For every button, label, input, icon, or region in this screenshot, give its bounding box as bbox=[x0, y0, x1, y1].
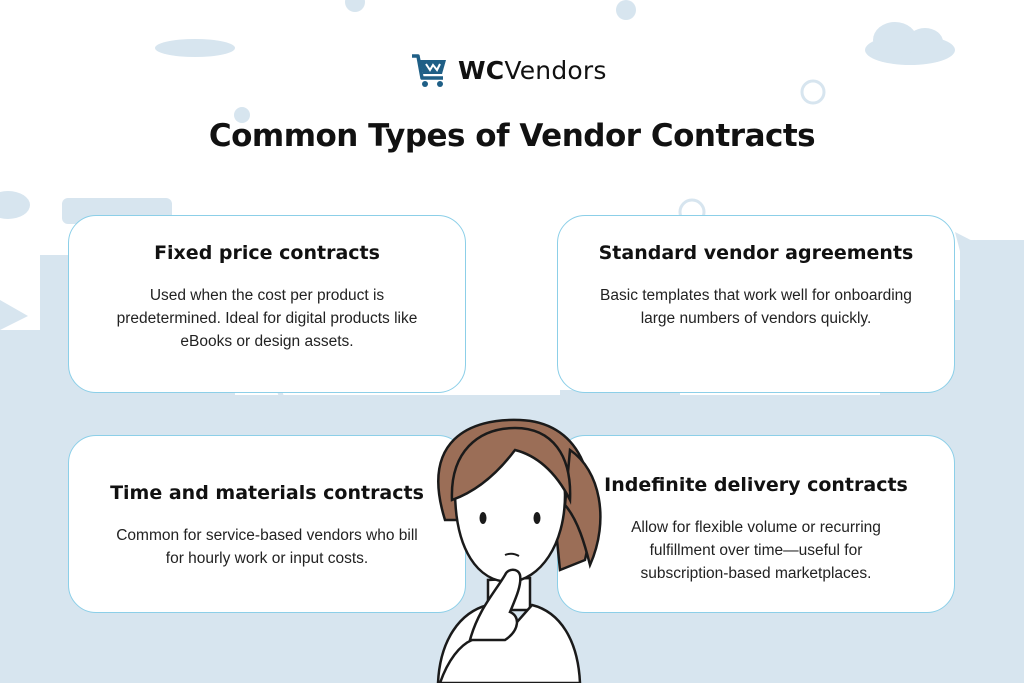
brand-logo[interactable]: WCVendors bbox=[410, 50, 607, 90]
card-standard-vendor-agreements: Standard vendor agreements Basic templat… bbox=[557, 215, 955, 393]
card-fixed-price-contracts: Fixed price contracts Used when the cost… bbox=[68, 215, 466, 393]
card-body: Common for service-based vendors who bil… bbox=[116, 527, 418, 567]
card-time-and-materials-contracts: Time and materials contracts Common for … bbox=[68, 435, 466, 613]
card-heading: Fixed price contracts bbox=[154, 242, 380, 264]
card-body: Used when the cost per product is predet… bbox=[116, 287, 418, 350]
card-body: Basic templates that work well for onboa… bbox=[600, 287, 912, 327]
page-title: Common Types of Vendor Contracts bbox=[208, 118, 816, 154]
card-heading: Standard vendor agreements bbox=[598, 242, 914, 264]
shopping-cart-icon bbox=[412, 54, 446, 87]
card-heading: Time and materials contracts bbox=[110, 482, 424, 504]
card-body: Allow for flexible volume or recurring f… bbox=[631, 519, 881, 582]
brand-name: WCVendors bbox=[458, 55, 607, 85]
card-indefinite-delivery-contracts: Indefinite delivery contracts Allow for … bbox=[557, 435, 955, 613]
card-heading: Indefinite delivery contracts bbox=[604, 474, 908, 496]
